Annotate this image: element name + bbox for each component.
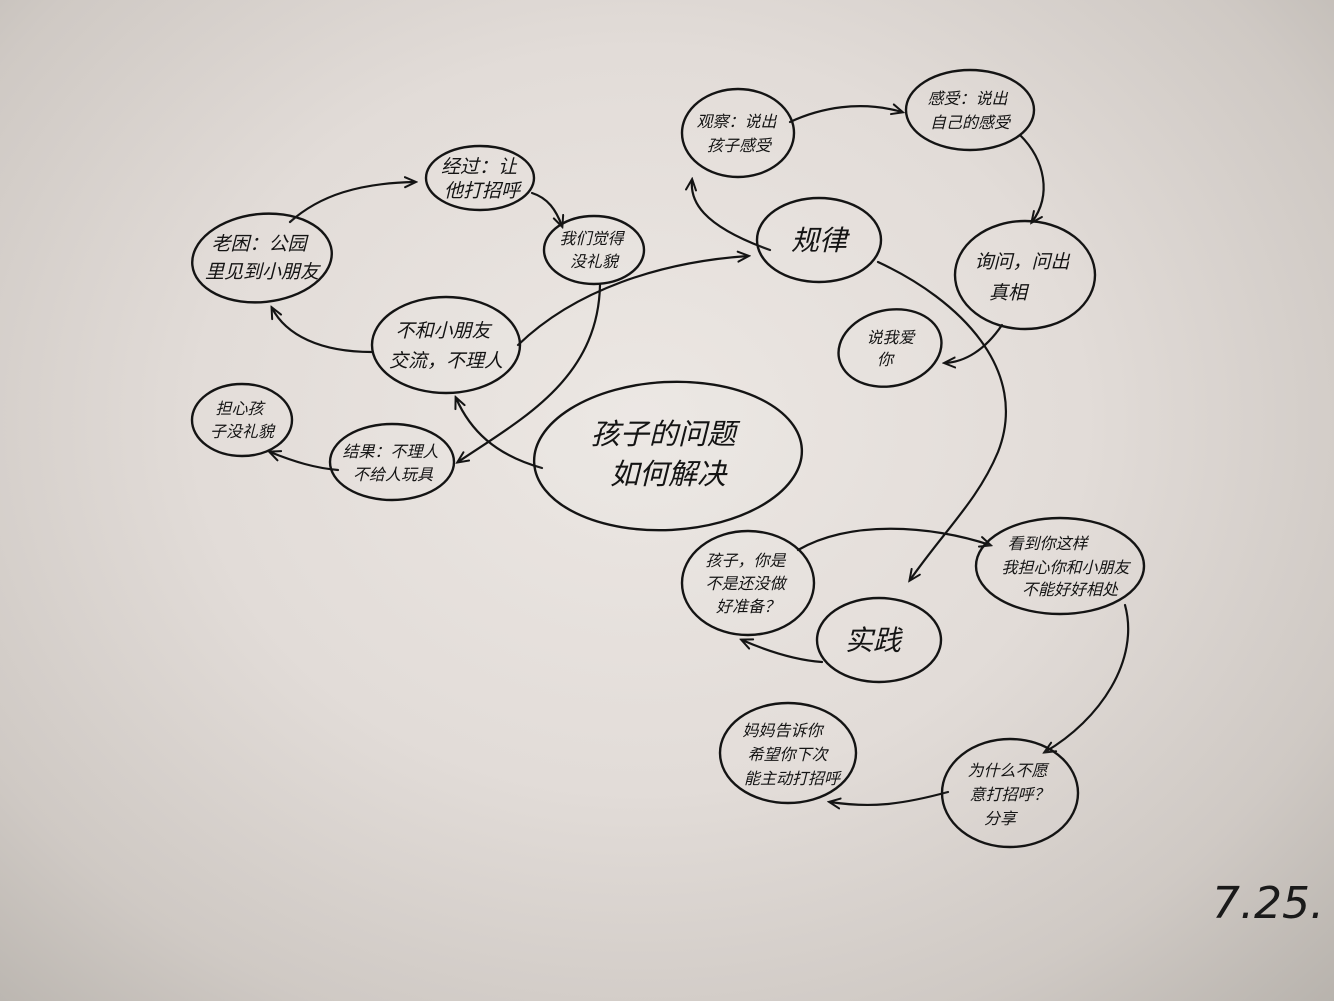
bubble-center — [532, 380, 804, 532]
connector-see-this-why — [1045, 603, 1130, 752]
no-chat-label: 不和小朋友 交流，不理人 — [389, 320, 503, 372]
bubble-observe — [680, 87, 796, 179]
see-this-label: 看到你这样 我担心你和小朋友 不能好好相处 — [1001, 534, 1134, 599]
connector-no-chat-rule — [516, 256, 748, 347]
connector-lines — [270, 106, 1130, 805]
connector-rule-practice — [876, 260, 1008, 580]
bubble-pass — [424, 144, 536, 212]
connector-ask-say — [945, 323, 1004, 363]
bubble-scene — [191, 212, 333, 304]
bubble-ask — [953, 219, 1097, 331]
bubble-child-q — [680, 529, 816, 637]
bubble-worry — [190, 382, 294, 458]
worry-label: 担心孩 子没礼貌 — [210, 399, 276, 441]
mom-label: 妈妈告诉你 希望你下次 能主动打招呼 — [742, 721, 842, 788]
connector-not-want-result — [458, 283, 602, 462]
bubble-rule — [755, 196, 883, 284]
connector-scene-pass — [288, 182, 415, 224]
date-label: 7.25. — [1212, 878, 1324, 929]
why-label: 为什么不愿 意打招呼？ 分享 — [967, 761, 1054, 828]
observe-label: 观察：说出 孩子感受 — [696, 112, 781, 155]
bubble-feeling — [904, 68, 1036, 152]
connector-center-no-chat — [456, 398, 544, 470]
practice-label: 实践 — [845, 624, 903, 657]
feeling-label: 感受：说出 自己的感受 — [927, 89, 1012, 132]
connector-practice-child-q — [742, 640, 824, 664]
connector-pass-not-want — [530, 191, 562, 226]
result-label: 结果：不理人 不给人玩具 — [342, 442, 443, 484]
pass-label: 经过：让 他打招呼 — [441, 156, 523, 202]
connector-observe-feeling — [788, 106, 902, 124]
connector-why-mom — [830, 790, 950, 805]
scene-label: 老困：公园 里见到小朋友 — [205, 233, 321, 283]
bubble-see-this — [974, 516, 1146, 616]
say-label: 说我爱 你 — [866, 328, 919, 369]
child-q-label: 孩子，你是 不是还没做 好准备？ — [705, 551, 790, 616]
bubble-no-chat — [370, 295, 522, 395]
bubble-result — [328, 422, 456, 502]
bubble-not-want — [542, 214, 646, 286]
connector-no-chat-scene — [272, 308, 374, 354]
connector-child-q-see-this — [796, 527, 990, 552]
bubble-mom — [718, 701, 858, 805]
bubble-practice — [815, 596, 943, 684]
bubble-say — [837, 308, 943, 388]
center-label: 孩子的问题 如何解决 — [591, 417, 745, 491]
rule-label: 规律 — [791, 224, 850, 257]
ask-label: 询问，问出 真相 — [974, 251, 1075, 304]
connector-result-worry — [270, 452, 340, 472]
bubble-why — [940, 737, 1080, 849]
connector-rule-observe — [692, 180, 772, 252]
not-want-label: 我们觉得 没礼貌 — [559, 229, 628, 271]
connector-feeling-ask — [1018, 133, 1045, 222]
